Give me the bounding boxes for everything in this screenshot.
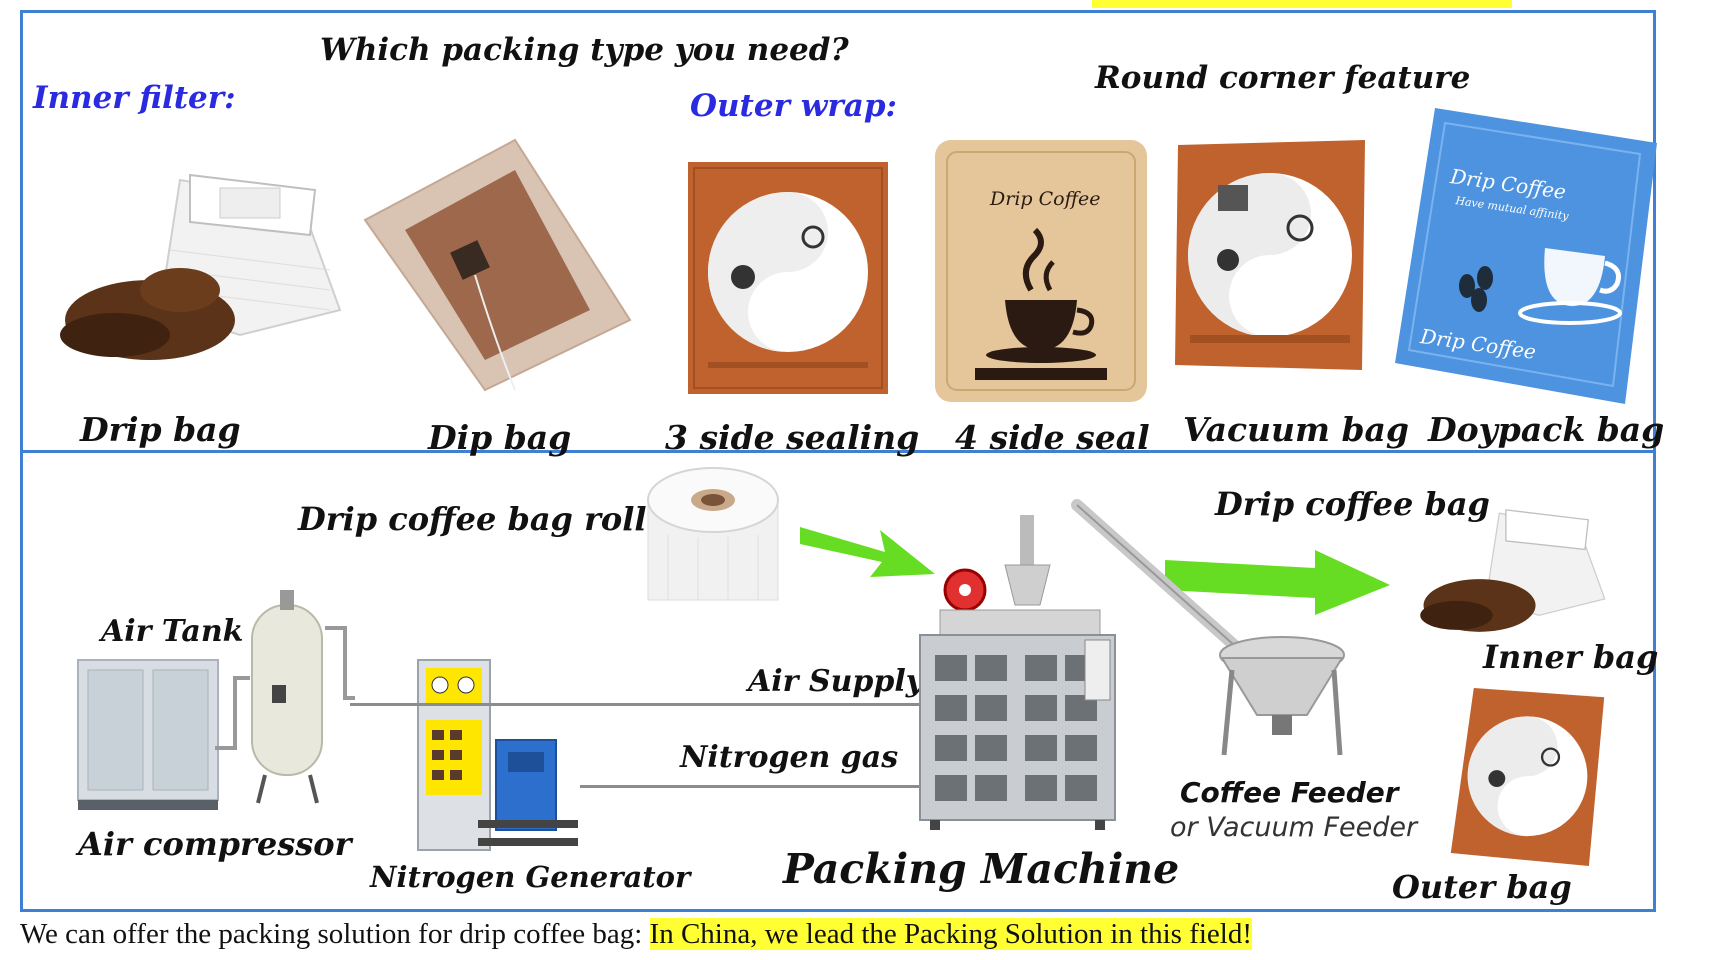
roll-label: Drip coffee bag roll (298, 500, 647, 538)
vacuum-bag-label: Vacuum bag (1183, 410, 1409, 449)
vacuum-feeder-label: or Vacuum Feeder (1170, 812, 1418, 843)
air-pipe-icon (215, 626, 355, 750)
outer-wrap-label: Outer wrap: (690, 88, 897, 124)
vacuum-bag-image (1175, 140, 1365, 370)
filter-roll-image (647, 467, 779, 601)
nitrogen-gas-line (580, 785, 920, 788)
drip-bag-image (60, 173, 342, 360)
packing-machine-label: Packing Machine (783, 845, 1180, 893)
air-tank-label: Air Tank (101, 614, 244, 649)
outer-bag-image (1450, 688, 1605, 866)
output-drip-bag-image (1420, 509, 1606, 632)
dip-bag-label: Dip bag (428, 418, 572, 457)
four-side-seal-label: 4 side seal (955, 418, 1150, 457)
packing-machine-image (919, 515, 1116, 830)
inner-filter-label: Inner filter: (33, 80, 236, 116)
three-side-sealing-image (688, 162, 888, 394)
three-side-sealing-label: 3 side sealing (665, 418, 920, 457)
roll-arrow-icon (800, 527, 935, 577)
inner-bag-label: Inner bag (1483, 638, 1659, 676)
section-divider (20, 450, 1656, 453)
air-compressor-label: Air compressor (78, 825, 352, 863)
dip-bag-image (363, 138, 632, 392)
air-supply-line (350, 703, 920, 706)
nitrogen-gas-label: Nitrogen gas (680, 740, 899, 775)
air-supply-label: Air Supply (748, 664, 924, 699)
caption: We can offer the packing solution for dr… (20, 918, 1253, 951)
kraft-bag-brand: Drip Coffee (990, 188, 1101, 210)
coffee-feeder-image (1071, 499, 1345, 756)
caption-highlight: In China, we lead the Packing Solution i… (649, 918, 1253, 950)
drip-bag-label: Drip bag (80, 410, 241, 449)
outer-bag-label: Outer bag (1392, 868, 1572, 906)
doypack-bag-label: Doypack bag (1428, 410, 1665, 449)
caption-text: We can offer the packing solution for dr… (20, 918, 650, 950)
output-bag-label: Drip coffee bag (1215, 485, 1490, 523)
air-tank-image (251, 590, 323, 804)
output-arrow-icon (1165, 550, 1390, 615)
air-compressor-image (77, 659, 219, 810)
doypack-bag-image (1395, 108, 1657, 404)
round-corner-label: Round corner feature (1095, 60, 1471, 96)
top-highlight-strip (1092, 0, 1512, 8)
four-side-seal-image (935, 140, 1147, 402)
packing-question: Which packing type you need? (320, 32, 849, 68)
nitrogen-generator-image (417, 659, 578, 851)
nitrogen-generator-label: Nitrogen Generator (370, 860, 691, 894)
coffee-feeder-label: Coffee Feeder (1180, 776, 1399, 809)
